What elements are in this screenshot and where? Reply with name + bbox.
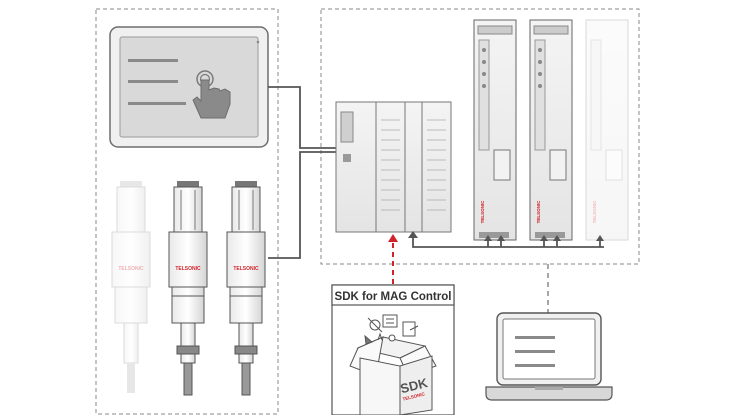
converter-brand-label: TELSONIC [175, 266, 201, 272]
sdk-tools-icons [364, 314, 419, 345]
sdk-link-arrow [388, 234, 398, 284]
hand-pointer-icon [192, 70, 231, 119]
generator-brand-label: TELSONIC [480, 200, 485, 224]
converter-unit-2: TELSONIC [226, 181, 266, 396]
plc-controller [335, 101, 452, 233]
left-device-group-frame [95, 8, 279, 415]
sdk-panel-title: SDK for MAG Control [335, 291, 452, 303]
sdk-box-icon: SDK TELSONIC [349, 336, 437, 415]
sdk-box-brand: TELSONIC [402, 391, 426, 402]
generator-brand-label: TELSONIC [536, 200, 541, 224]
generator-module-2: TELSONIC [529, 19, 573, 241]
right-controller-group-frame [320, 8, 640, 265]
converter-unit-faded: TELSONIC [111, 181, 151, 393]
svg-text:TELSONIC: TELSONIC [118, 266, 144, 272]
generator-module-faded: TELSONIC [585, 19, 629, 241]
touch-panel [109, 26, 269, 148]
svg-text:TELSONIC: TELSONIC [592, 200, 597, 224]
converter-unit-1: TELSONIC [168, 181, 208, 396]
sdk-panel: SDK for MAG Control SDK TELSONIC [331, 284, 455, 415]
bus-arrows [408, 231, 604, 241]
sdk-box-label: SDK [399, 375, 430, 396]
connection-lines [268, 86, 336, 259]
generator-module-1: TELSONIC [473, 19, 517, 241]
converter-brand-label: TELSONIC [233, 266, 259, 272]
laptop-icon [485, 312, 613, 401]
